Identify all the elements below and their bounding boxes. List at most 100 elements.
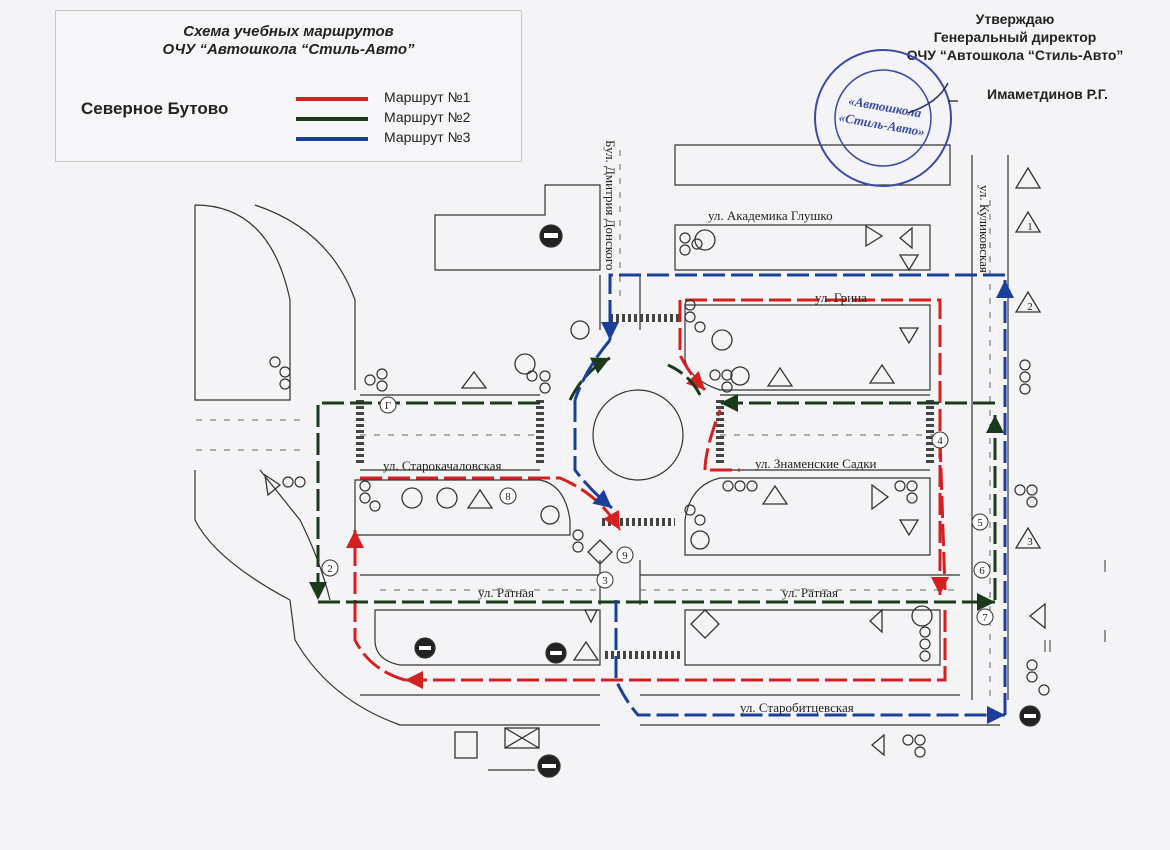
- svg-text:5: 5: [977, 517, 983, 529]
- warning-triangle-icon: [1014, 290, 1042, 313]
- page-title: Схема учебных маршрутов: [183, 23, 394, 40]
- route-1-red: [346, 298, 949, 689]
- traffic-light-icon: [679, 232, 703, 256]
- road-outlines: [194, 144, 1009, 726]
- waypoint-marker: 8: [499, 487, 517, 505]
- pedestrian-sign-icon: [454, 731, 478, 759]
- road-markings: [196, 150, 991, 700]
- edge-ticks: [1044, 560, 1106, 652]
- warning-triangle-icon: [898, 519, 920, 537]
- waypoint-marker: 2: [1027, 301, 1033, 313]
- no-stopping-sign-icon: [711, 329, 733, 351]
- priority-road-icon: [587, 539, 613, 565]
- street-starobitsevskaya: ул. Старобитцевская: [740, 700, 854, 715]
- warning-triangle-icon: [869, 608, 883, 634]
- warning-triangle-icon: [583, 609, 599, 624]
- warning-triangle-icon: [868, 363, 896, 384]
- street-starokachalovskaya: ул. Старокачаловская: [383, 458, 502, 473]
- no-stopping-sign-icon: [436, 487, 458, 509]
- roundabout-sign-icon: [730, 366, 750, 386]
- traffic-light-icon: [894, 480, 918, 504]
- warning-triangle-icon: [1014, 166, 1042, 189]
- legend-swatch: [296, 137, 368, 141]
- roundabout-sign-icon: [570, 320, 590, 340]
- priority-road-icons: [587, 539, 720, 639]
- traffic-light-icon: [902, 734, 926, 758]
- waypoint-marker: 4: [931, 431, 949, 449]
- waypoint-marker: 3: [596, 571, 614, 589]
- legend-swatch: [296, 97, 368, 101]
- waypoint-marker: 5: [971, 513, 989, 531]
- traffic-light-icon: [364, 368, 388, 392]
- roundabout-sign-icon: [540, 505, 560, 525]
- priority-road-icon: [690, 609, 720, 639]
- traffic-light-icon: [269, 356, 291, 390]
- round-sign-icons: [401, 224, 1041, 778]
- svg-text:7: 7: [982, 612, 988, 624]
- speed-limit-sign-icon: [401, 487, 423, 509]
- director-name: Имаметдинов Р.Г.: [987, 86, 1108, 102]
- svg-text:6: 6: [979, 565, 985, 577]
- roundabout-sign-icon: [690, 530, 710, 550]
- warning-triangle-icon: [264, 473, 282, 497]
- svg-text:3: 3: [602, 575, 608, 587]
- route-3-blue: [573, 273, 1014, 724]
- street-kulikovskaya: ул. Куликовская: [977, 185, 992, 273]
- warning-triangle-icon: [460, 370, 488, 389]
- traffic-light-icon: [684, 504, 706, 526]
- crosswalks: [356, 314, 934, 659]
- waypoint-marker: 2: [321, 559, 339, 577]
- street-dmitry-donskoy: Бул. Дмитрия Донского: [603, 140, 618, 270]
- waypoint-marker: 9: [616, 546, 634, 564]
- street-ratnaya-right: ул. Ратная: [782, 585, 838, 600]
- traffic-light-icon: [526, 370, 551, 394]
- traffic-light-icon: [359, 480, 381, 512]
- waypoint-marker: Г: [379, 396, 397, 414]
- route-2-green: [309, 356, 1004, 611]
- warning-triangle-icon: [1014, 526, 1042, 549]
- warning-triangle-icon: [761, 484, 789, 505]
- warning-triangle-icon: [898, 327, 920, 345]
- traffic-light-icon: [709, 369, 733, 393]
- street-znamenskie-sadki: ул. Знаменские Садки: [755, 456, 877, 471]
- traffic-light-icon: [1014, 484, 1038, 508]
- warning-triangle-icon: [898, 254, 920, 272]
- stamp-seal: «Автошкола «Стиль-Авто»: [814, 49, 958, 187]
- waypoint-marker: 6: [973, 561, 991, 579]
- svg-text:3: 3: [1027, 536, 1033, 548]
- legend-label: Маршрут №3: [384, 129, 471, 145]
- approval-line-3: ОЧУ “Автошкола “Стиль-Авто”: [906, 47, 1124, 63]
- svg-text:Г: Г: [385, 400, 391, 412]
- warning-triangle-icon: [766, 366, 794, 387]
- page-subtitle: ОЧУ “Автошкола “Стиль-Авто”: [162, 41, 415, 58]
- waypoint-marker: 3: [1027, 536, 1033, 548]
- warning-triangle-icons: [264, 166, 1046, 757]
- svg-text:2: 2: [1027, 301, 1033, 313]
- intersection-box-icon: [504, 727, 540, 749]
- traffic-light-icon: [1019, 359, 1031, 395]
- warning-triangle-icon: [865, 224, 884, 248]
- waypoint-markers: Г 2 3 4 5 6 7 8 9 1 2 3: [321, 221, 1033, 626]
- traffic-light-icon: [722, 480, 758, 492]
- street-grina: ул. Грина: [815, 290, 867, 305]
- approval-line-1: Утверждаю: [975, 11, 1055, 27]
- warning-triangle-icon: [572, 640, 600, 661]
- street-ratnaya-left: ул. Ратная: [478, 585, 534, 600]
- traffic-light-icons: [269, 232, 1050, 758]
- traffic-light-icon: [572, 529, 584, 553]
- no-stopping-sign-icon: [694, 229, 716, 251]
- no-stopping-sign-icon: [911, 605, 933, 627]
- no-stopping-sign-icon: [514, 353, 536, 375]
- svg-text:1: 1: [1027, 221, 1033, 233]
- legend-label: Маршрут №2: [384, 109, 471, 125]
- waypoint-marker: 7: [976, 608, 994, 626]
- traffic-light-icon: [1026, 659, 1050, 696]
- warning-triangle-icon: [1028, 602, 1046, 630]
- warning-triangle-icon: [871, 483, 890, 511]
- traffic-light-icon: [684, 299, 706, 333]
- svg-text:2: 2: [327, 563, 333, 575]
- header-box: Схема учебных маршрутов ОЧУ “Автошкола “…: [55, 10, 522, 162]
- traffic-light-icon: [919, 626, 931, 662]
- svg-text:4: 4: [937, 435, 943, 447]
